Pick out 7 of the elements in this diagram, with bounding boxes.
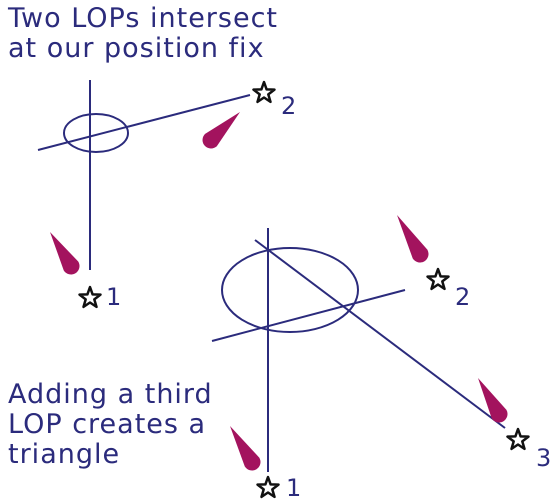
- star-number: 1: [106, 283, 122, 312]
- star-number: 3: [536, 444, 552, 473]
- star-number: 2: [281, 92, 296, 121]
- caption-text: Adding a third LOP creates a triangle: [8, 380, 213, 470]
- star-number: 2: [455, 283, 470, 312]
- caption-text: Two LOPs intersect at our position fix: [8, 4, 280, 64]
- star-number: 1: [286, 474, 302, 500]
